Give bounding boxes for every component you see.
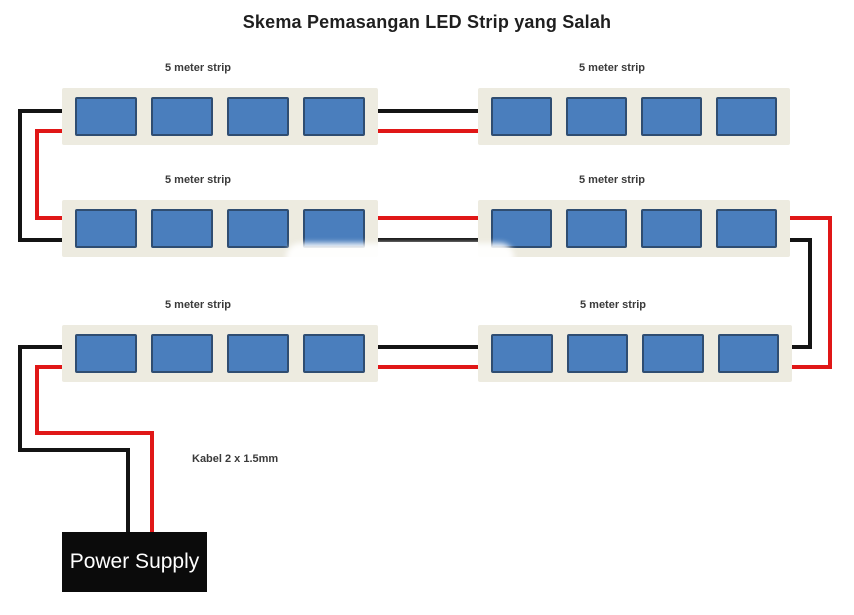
strip-length-label: 5 meter strip — [164, 174, 232, 186]
wire-segment-red — [378, 129, 478, 133]
wire-segment-red — [35, 431, 154, 435]
wire-segment-red — [790, 216, 832, 220]
wire-segment-black — [792, 345, 812, 349]
wire-segment-red — [35, 216, 62, 220]
strip-length-label: 5 meter strip — [578, 174, 646, 186]
led-segment — [491, 97, 552, 136]
led-segment — [75, 97, 137, 136]
led-segment — [566, 209, 627, 248]
wire-segment-black — [808, 238, 812, 349]
led-segment — [491, 209, 552, 248]
led-segment — [641, 97, 702, 136]
strip-length-label: 5 meter strip — [164, 62, 232, 74]
led-segment — [716, 97, 777, 136]
cable-size-label: Kabel 2 x 1.5mm — [192, 453, 279, 465]
wire-segment-black — [18, 448, 130, 452]
wire-segment-black — [18, 109, 22, 242]
wire-segment-red — [35, 365, 62, 369]
wire-segment-black — [18, 238, 62, 242]
led-segment — [303, 97, 365, 136]
wire-segment-red — [150, 431, 154, 532]
led-segment — [303, 334, 365, 373]
led-segment — [566, 334, 628, 373]
wire-segment-black — [378, 345, 478, 349]
led-strip-body — [478, 200, 790, 257]
watermark-smudge — [286, 243, 514, 271]
led-segment — [151, 334, 213, 373]
led-strip-body — [62, 88, 378, 145]
strip-length-label: 5 meter strip — [164, 299, 232, 311]
led-segment — [75, 334, 137, 373]
led-strip-body — [62, 325, 378, 382]
wire-segment-black — [18, 345, 62, 349]
led-segment — [566, 97, 627, 136]
wire-segment-red — [828, 216, 832, 369]
diagram-title: Skema Pemasangan LED Strip yang Salah — [242, 12, 612, 32]
wire-segment-red — [378, 216, 478, 220]
wire-segment-red — [35, 129, 39, 220]
wire-segment-black — [790, 238, 812, 242]
strip-length-label: 5 meter strip — [579, 299, 647, 311]
wire-segment-red — [35, 129, 62, 133]
led-segment — [716, 209, 777, 248]
led-segment — [717, 334, 779, 373]
wire-segment-black — [126, 448, 130, 532]
wire-segment-red — [792, 365, 832, 369]
led-segment — [641, 209, 702, 248]
wire-segment-black — [378, 238, 478, 242]
wire-segment-black — [18, 345, 22, 452]
led-segment — [227, 209, 289, 248]
led-segment — [151, 209, 213, 248]
led-segment — [75, 209, 137, 248]
power-supply-box: Power Supply — [62, 532, 207, 592]
strip-length-label: 5 meter strip — [578, 62, 646, 74]
wire-segment-black — [378, 109, 478, 113]
led-strip-body — [478, 88, 790, 145]
wire-segment-black — [18, 109, 62, 113]
led-segment — [642, 334, 704, 373]
led-segment — [227, 97, 289, 136]
led-segment — [491, 334, 553, 373]
led-segment — [227, 334, 289, 373]
led-strip-body — [478, 325, 792, 382]
led-strip-body — [62, 200, 378, 257]
wire-segment-red — [378, 365, 478, 369]
led-segment — [151, 97, 213, 136]
wire-segment-red — [35, 365, 39, 435]
power-supply-label: Power Supply — [69, 550, 200, 573]
